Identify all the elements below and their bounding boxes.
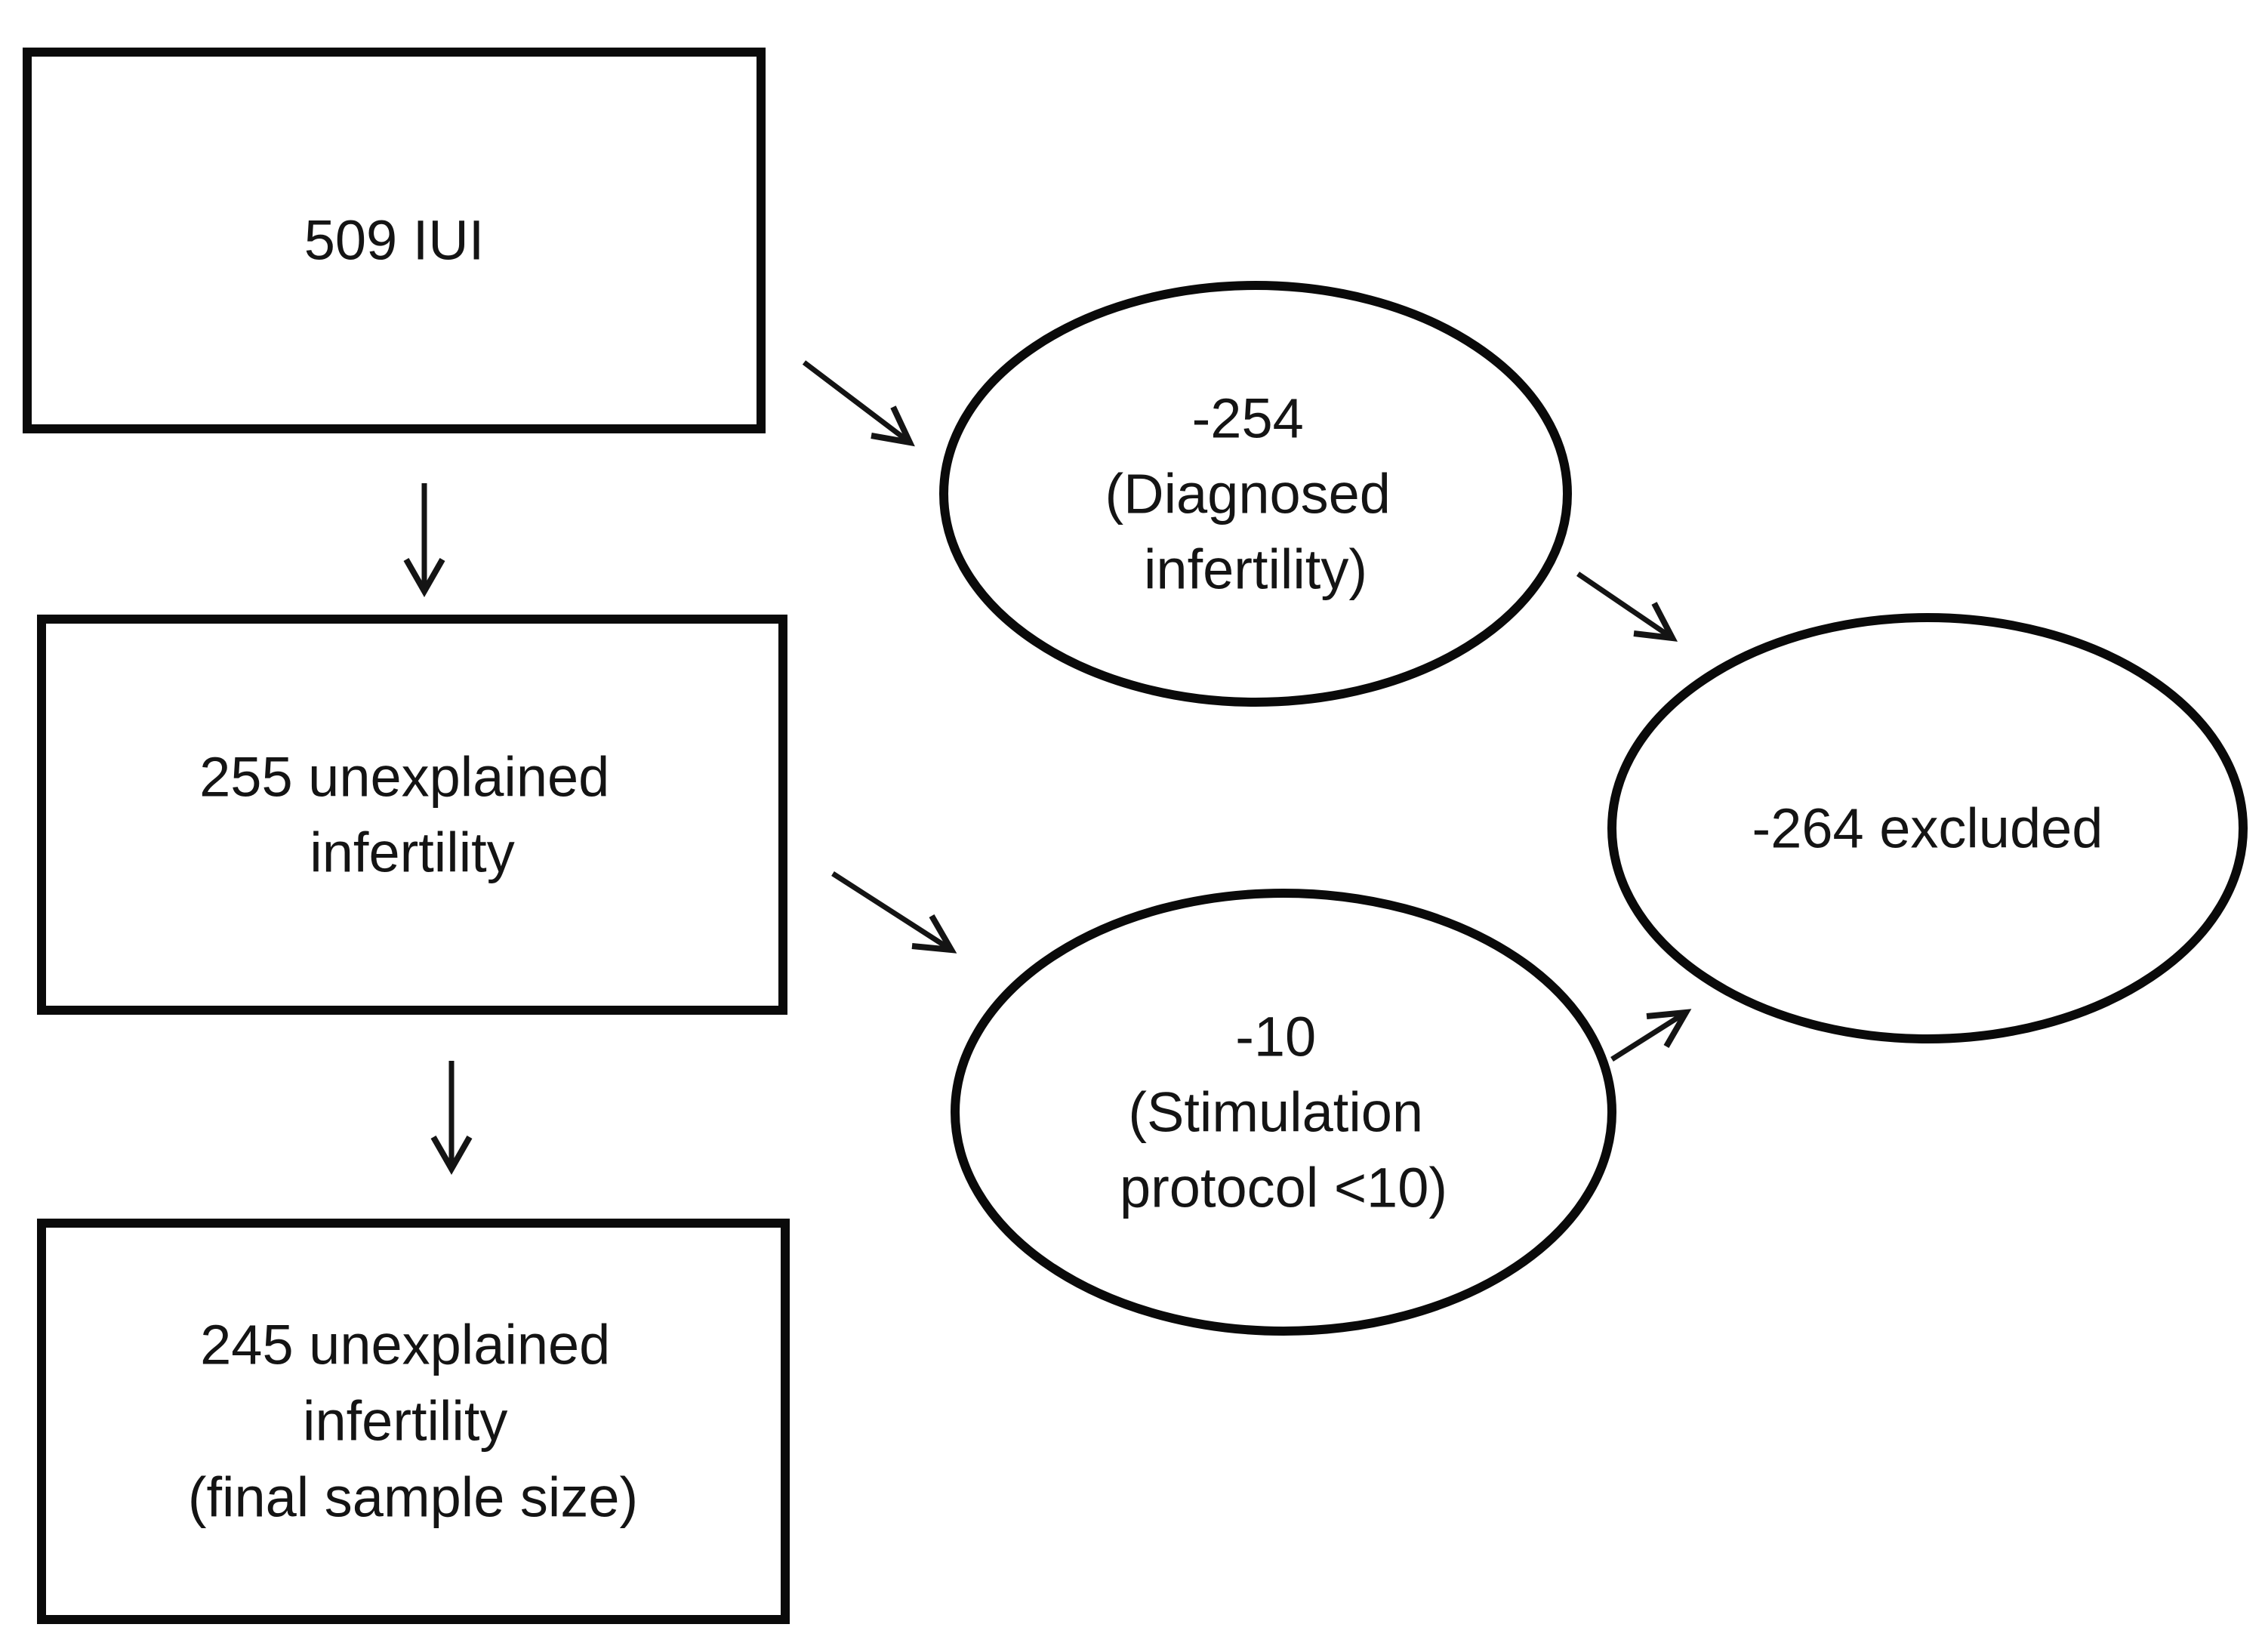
label-245-line3: (final sample size) — [188, 1466, 638, 1529]
label-minus-10: -10 (Stimulation protocol <10) — [1120, 986, 1447, 1219]
label-minus-254: -254 (Diagnosed infertility) — [1105, 368, 1406, 601]
arrow-254-to-264 — [1576, 572, 1678, 642]
label-255-line2: infertility — [310, 821, 514, 884]
arrow-255-to-245 — [430, 1061, 473, 1176]
label-245-final: 245 unexplained infertility (final sampl… — [188, 1294, 638, 1529]
label-254-line1: -254 — [1192, 387, 1304, 450]
node-509-iui — [23, 48, 766, 433]
label-509-iui-line1: 509 IUI — [304, 209, 485, 272]
label-255-unexplained: 255 unexplained infertility — [199, 726, 625, 884]
label-245-line2: infertility — [303, 1390, 507, 1453]
node-minus-254-diagnosed — [939, 281, 1572, 707]
label-255-line1: 255 unexplained — [199, 746, 609, 809]
label-245-line1: 245 unexplained — [200, 1314, 610, 1376]
arrow-509-to-255 — [403, 483, 445, 598]
label-10-line1: -10 — [1235, 1006, 1316, 1068]
label-10-line2: (Stimulation — [1128, 1081, 1423, 1144]
node-minus-10-stimulation — [951, 889, 1616, 1336]
label-254-line3: infertility) — [1144, 538, 1367, 601]
node-255-unexplained-infertility — [37, 615, 787, 1015]
label-minus-264-excluded: -264 excluded — [1752, 797, 2103, 860]
arrow-255-to-10 — [831, 871, 957, 954]
label-254-line2: (Diagnosed — [1105, 463, 1390, 525]
arrow-10-to-264 — [1610, 1009, 1692, 1062]
label-10-line3: protocol <10) — [1120, 1157, 1447, 1219]
node-245-final-sample — [37, 1219, 790, 1624]
label-509-iui: 509 IUI — [304, 209, 485, 272]
arrow-509-to-254 — [802, 360, 915, 447]
label-264-line1: -264 excluded — [1752, 797, 2103, 860]
node-minus-264-excluded — [1607, 613, 2248, 1043]
